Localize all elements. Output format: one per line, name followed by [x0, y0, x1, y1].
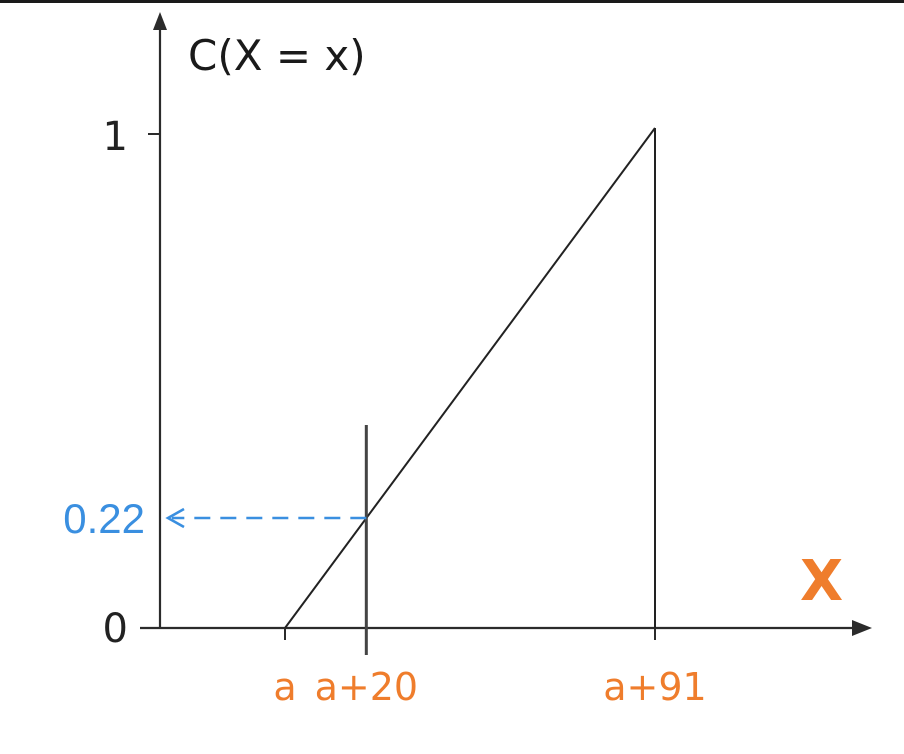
y-axis-arrow-icon	[153, 12, 167, 30]
x-axis-label: X	[800, 549, 843, 614]
x-axis-arrow-icon	[852, 620, 872, 636]
annotation-value-label: 0.22	[63, 495, 145, 542]
y-tick-label-0: 0	[103, 606, 128, 652]
y-tick-label-1: 1	[103, 114, 128, 160]
x-tick-label-a-plus-91: a+91	[603, 665, 706, 709]
x-tick-label-a: a	[273, 665, 296, 709]
chart-title: C(X = x)	[188, 31, 366, 80]
x-tick-label-a-plus-20: a+20	[315, 665, 418, 709]
cdf-series-line	[284, 127, 656, 629]
annotation-arrowhead-icon	[165, 507, 185, 529]
top-border	[0, 0, 904, 3]
